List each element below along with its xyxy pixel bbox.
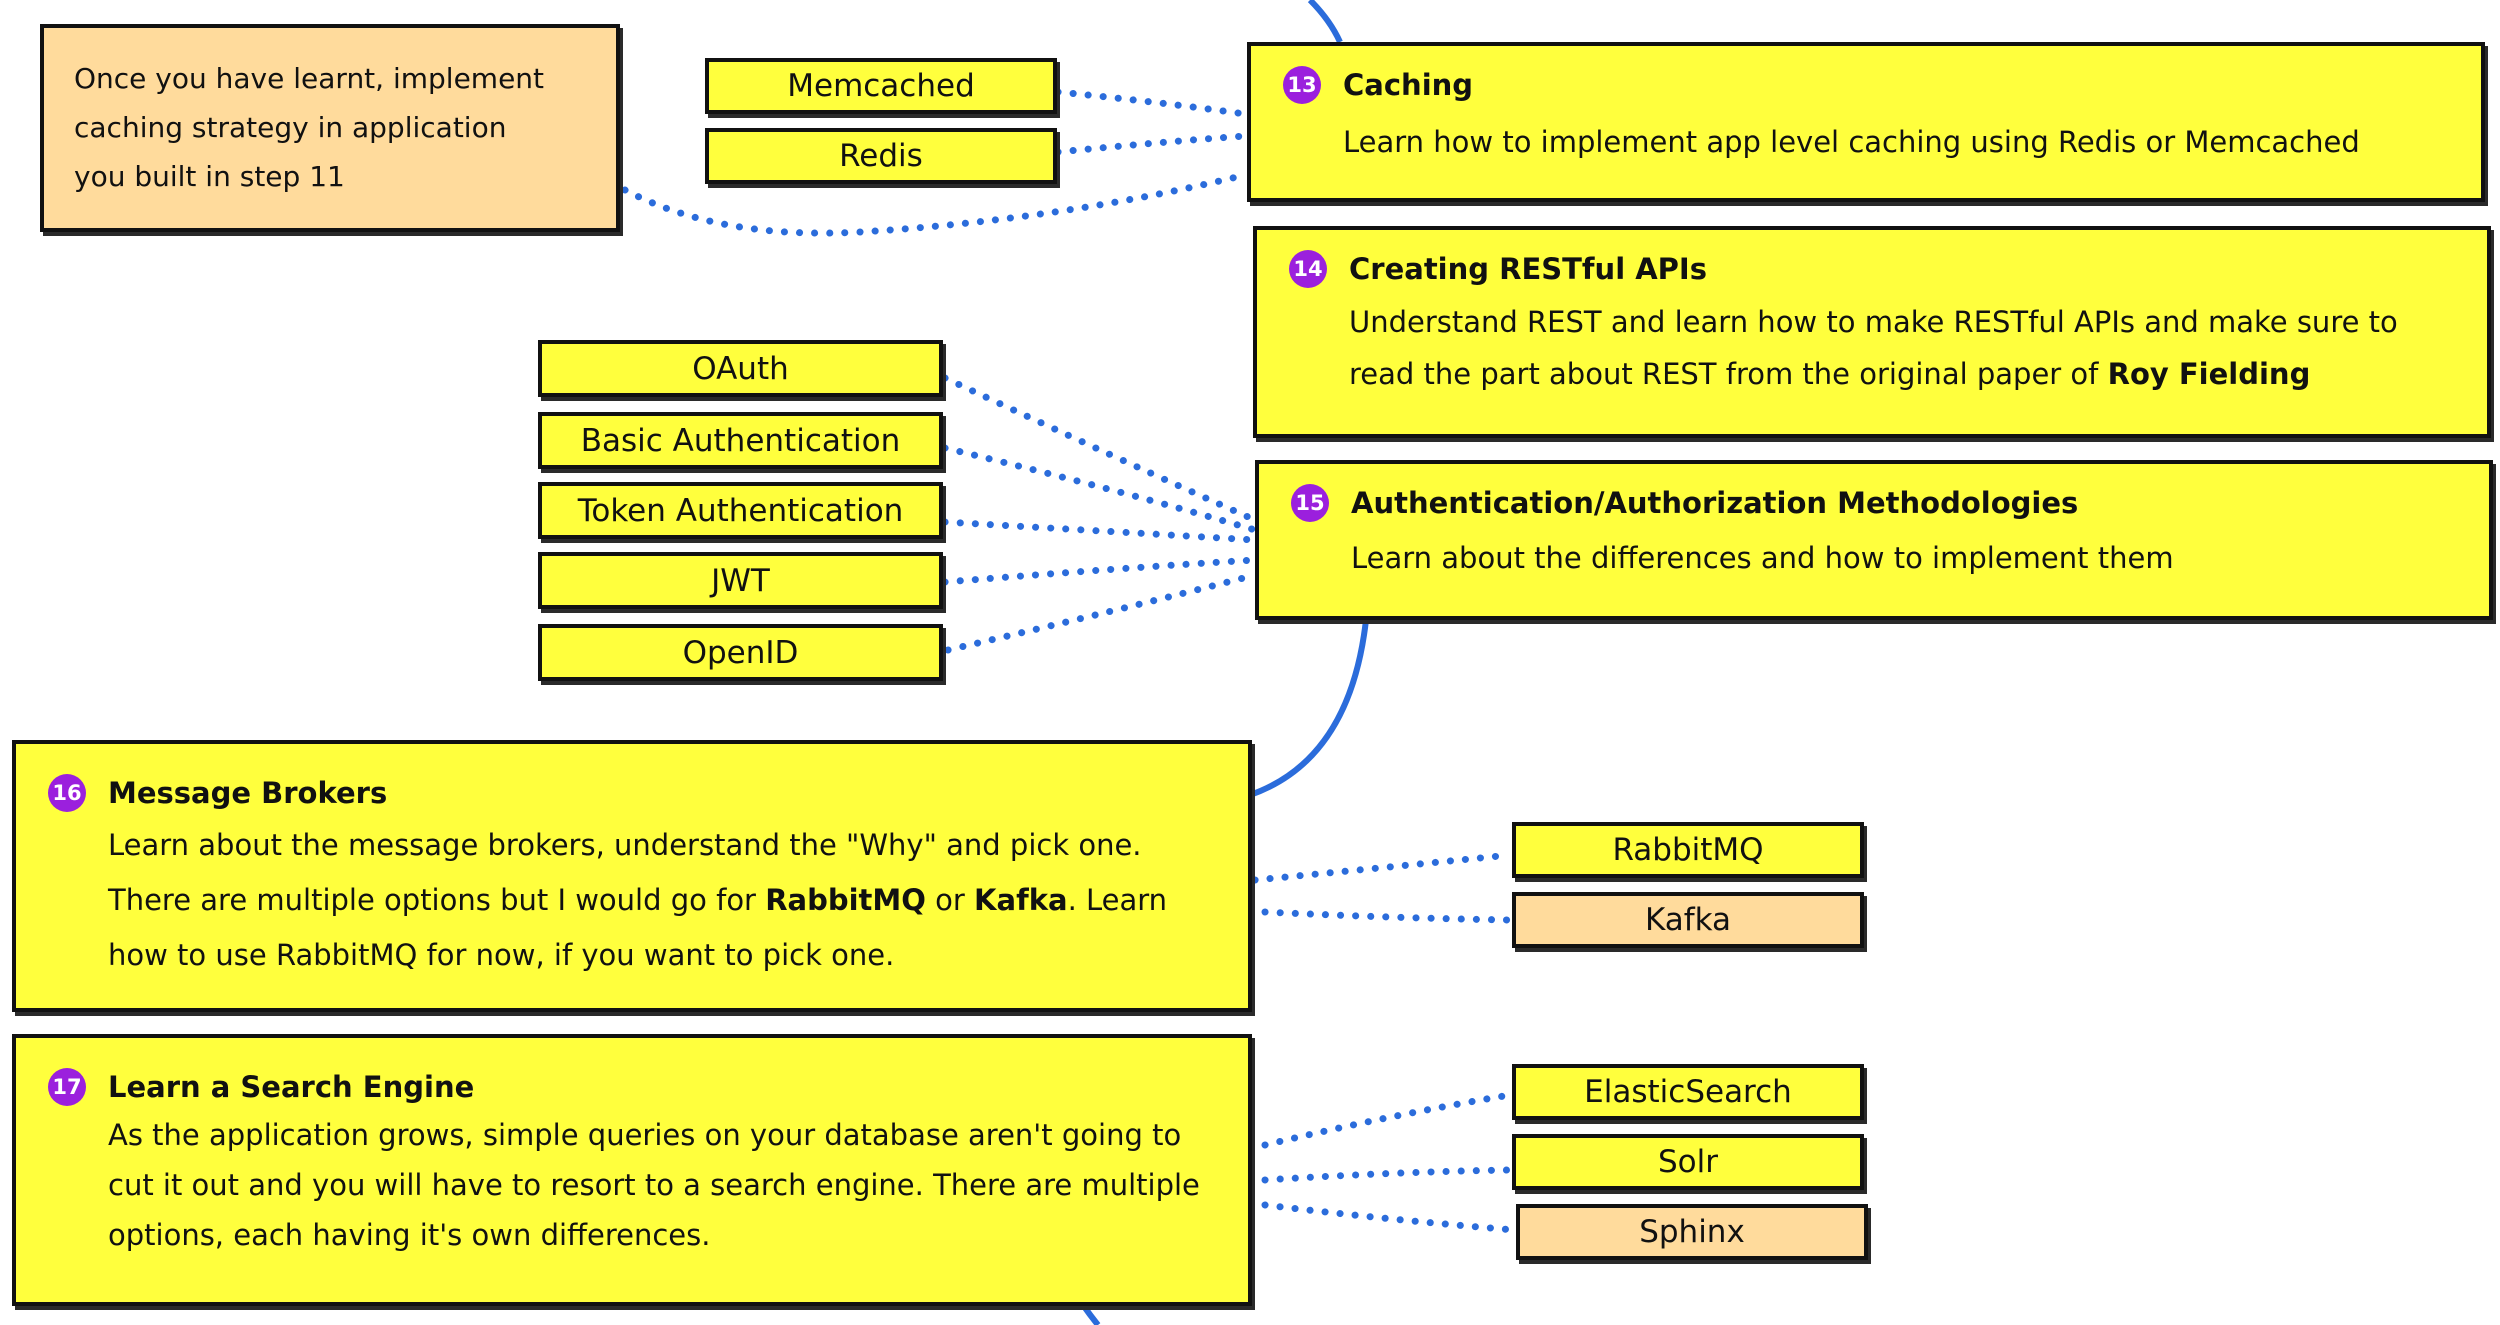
- step-title: Authentication/Authorization Methodologi…: [1351, 486, 2079, 520]
- dotted-connector: [621, 171, 1249, 237]
- step-16-message-brokers[interactable]: 16 Message Brokers Learn about the messa…: [12, 740, 1252, 1012]
- dotted-connector: [1251, 851, 1514, 884]
- roadmap-spine: [1307, 0, 1343, 44]
- option-label: Solr: [1657, 1144, 1718, 1180]
- option-label: OAuth: [692, 350, 789, 387]
- option-label: Token Authentication: [577, 492, 904, 529]
- dotted-connector: [1054, 88, 1249, 118]
- option-label: ElasticSearch: [1584, 1074, 1792, 1110]
- option-sphinx[interactable]: Sphinx: [1516, 1204, 1868, 1260]
- dotted-connector: [941, 374, 1259, 524]
- note-line: you built in step 11: [74, 160, 345, 193]
- step-title: Caching: [1343, 68, 1474, 102]
- step-title: Creating RESTful APIs: [1349, 252, 1707, 286]
- option-label: RabbitMQ: [1612, 832, 1764, 868]
- step-number-badge: 14: [1289, 250, 1327, 288]
- step-number-badge: 15: [1291, 484, 1329, 522]
- dotted-connector: [941, 556, 1259, 586]
- dotted-connector: [941, 518, 1259, 544]
- roadmap-spine: [1080, 1303, 1101, 1325]
- option-redis[interactable]: Redis: [705, 128, 1057, 184]
- step-description: As the application grows, simple queries…: [108, 1118, 1200, 1252]
- step-description: Understand REST and learn how to make RE…: [1349, 305, 2398, 391]
- option-label: Memcached: [787, 68, 975, 104]
- option-openid[interactable]: OpenID: [538, 624, 943, 681]
- note-line: caching strategy in application: [74, 111, 507, 144]
- option-label: Sphinx: [1639, 1214, 1745, 1250]
- option-rabbitmq[interactable]: RabbitMQ: [1512, 822, 1864, 878]
- option-label: OpenID: [682, 634, 799, 671]
- option-oauth[interactable]: OAuth: [538, 340, 943, 397]
- option-kafka[interactable]: Kafka: [1512, 892, 1864, 948]
- dotted-connector: [941, 444, 1259, 534]
- dotted-connector: [1261, 908, 1514, 924]
- roy-fielding-reference: Roy Fielding: [2107, 357, 2311, 391]
- option-token-authentication[interactable]: Token Authentication: [538, 482, 943, 539]
- option-label: Kafka: [1644, 902, 1732, 938]
- option-label: Basic Authentication: [580, 422, 901, 459]
- option-memcached[interactable]: Memcached: [705, 58, 1057, 114]
- dotted-connector: [1261, 1166, 1514, 1184]
- step-13-caching[interactable]: 13 Caching Learn how to implement app le…: [1247, 42, 2485, 202]
- step-description: Learn how to implement app level caching…: [1343, 125, 2360, 159]
- step-14-restful-apis[interactable]: 14 Creating RESTful APIs Understand REST…: [1253, 226, 2491, 438]
- step-title: Message Brokers: [108, 776, 388, 810]
- note-box: Once you have learnt, implement caching …: [40, 24, 620, 232]
- step-number-badge: 16: [48, 774, 86, 812]
- dotted-connector: [1054, 132, 1249, 156]
- dotted-connector: [1261, 1201, 1519, 1234]
- step-number-badge: 13: [1283, 66, 1321, 104]
- option-label: JWT: [711, 562, 770, 599]
- step-number-badge: 17: [48, 1068, 86, 1106]
- roadmap-spine: [1249, 619, 1369, 798]
- step-description: Learn about the message brokers, underst…: [108, 828, 1168, 972]
- option-elasticsearch[interactable]: ElasticSearch: [1512, 1064, 1864, 1120]
- option-solr[interactable]: Solr: [1512, 1134, 1864, 1190]
- option-jwt[interactable]: JWT: [538, 552, 943, 609]
- note-line: Once you have learnt, implement: [74, 62, 545, 95]
- step-15-authentication[interactable]: 15 Authentication/Authorization Methodol…: [1255, 460, 2493, 620]
- dotted-connector: [944, 571, 1259, 654]
- step-17-search-engine[interactable]: 17 Learn a Search Engine As the applicat…: [12, 1034, 1252, 1306]
- option-label: Redis: [839, 138, 923, 174]
- step-title: Learn a Search Engine: [108, 1070, 475, 1104]
- option-basic-authentication[interactable]: Basic Authentication: [538, 412, 943, 469]
- dotted-connector: [1261, 1091, 1514, 1149]
- step-description: Learn about the differences and how to i…: [1351, 541, 2174, 575]
